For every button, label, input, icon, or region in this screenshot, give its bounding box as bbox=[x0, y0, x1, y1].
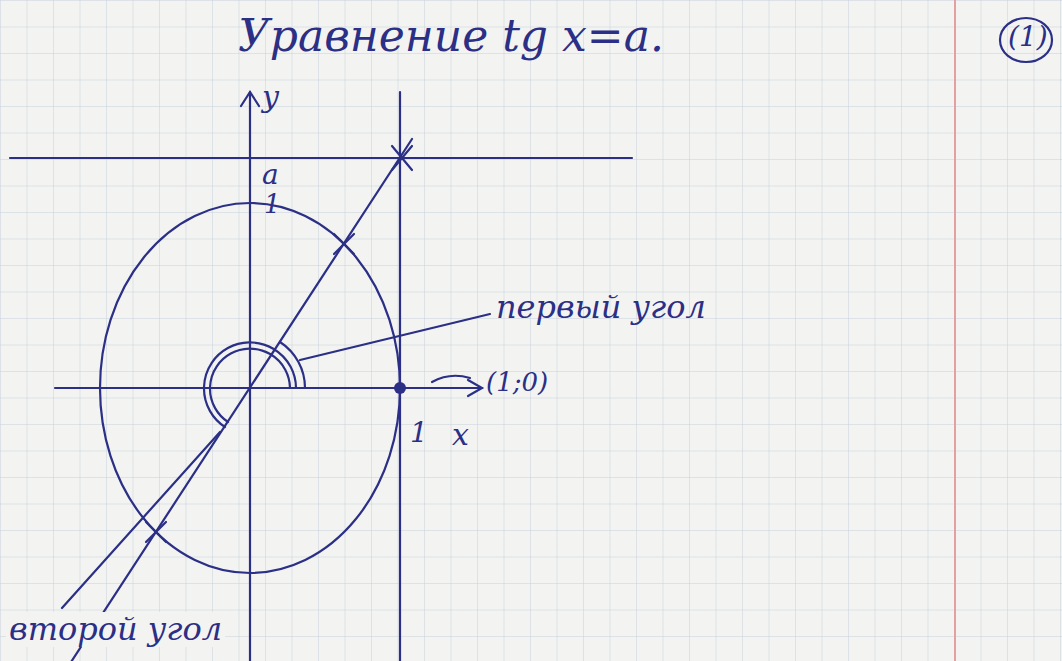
axis-value: 1 bbox=[410, 418, 428, 449]
callout-number: (1) bbox=[1008, 22, 1048, 53]
title-text: Уравнение tg x=a. bbox=[238, 12, 664, 60]
point-dot bbox=[394, 382, 406, 394]
x-axis bbox=[55, 387, 482, 389]
axis-value: 1 bbox=[264, 190, 281, 219]
angle-label: первый угол bbox=[496, 290, 706, 325]
axis-arrow bbox=[241, 92, 259, 106]
angle-line bbox=[0, 139, 412, 661]
axis-label: y bbox=[262, 80, 279, 113]
axis-label: x bbox=[452, 418, 469, 451]
angle-label: второй угол bbox=[6, 612, 225, 647]
point-mark bbox=[334, 234, 354, 254]
number-circle bbox=[1000, 18, 1052, 62]
point-mark bbox=[390, 146, 414, 170]
y-axis bbox=[249, 92, 251, 661]
level-line bbox=[10, 157, 632, 159]
point-label: (1;0) bbox=[486, 368, 548, 397]
margin-line bbox=[954, 0, 956, 661]
point-mark bbox=[146, 522, 166, 542]
axis-value: a bbox=[262, 160, 279, 191]
angle-arc bbox=[204, 342, 296, 427]
leader-line bbox=[300, 314, 490, 360]
angle-arc bbox=[210, 349, 290, 422]
rotation-arrow bbox=[432, 376, 470, 382]
angle-arc bbox=[280, 342, 305, 388]
axis-arrow bbox=[468, 380, 482, 396]
leader-line bbox=[62, 432, 220, 608]
